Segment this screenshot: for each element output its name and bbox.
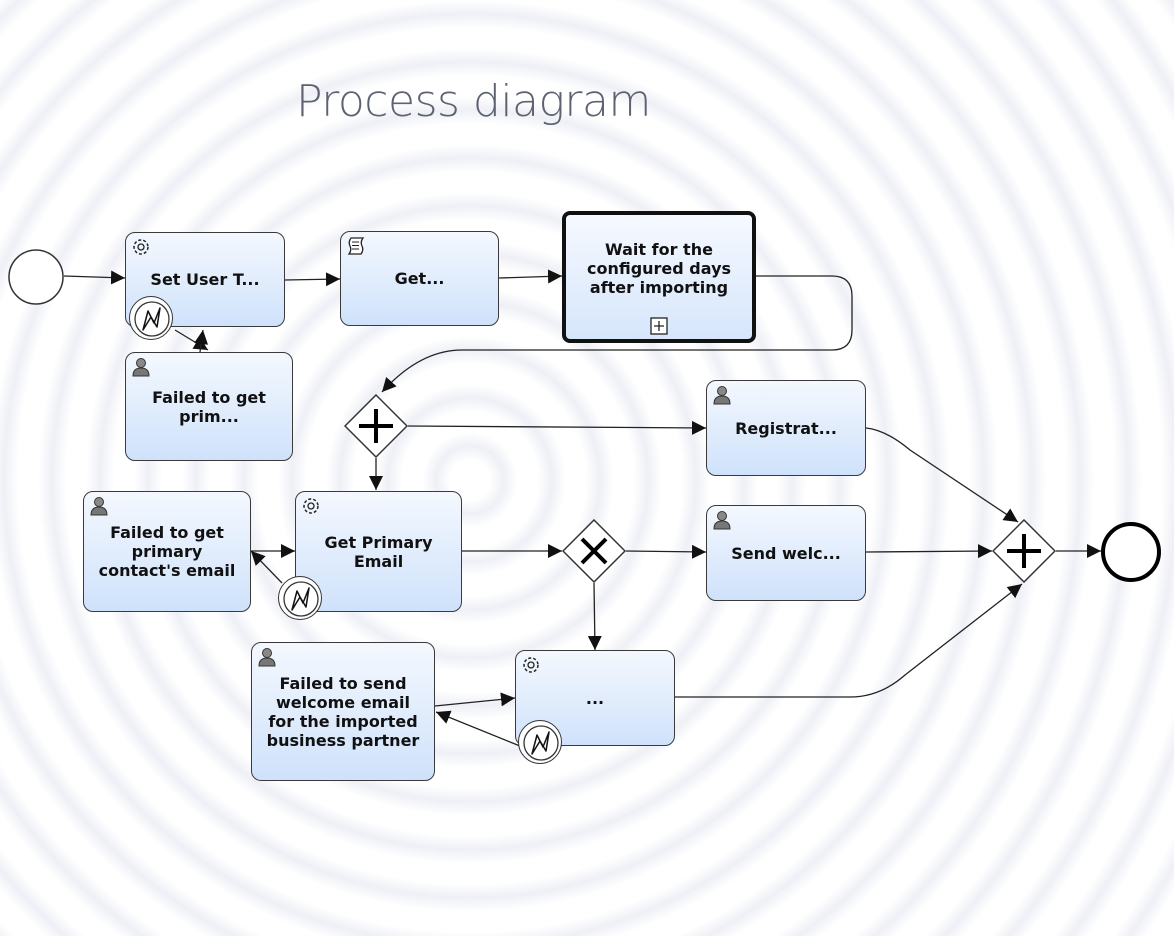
task-label: Set User T... bbox=[150, 270, 260, 289]
flow-error-to-failed-welcome bbox=[435, 710, 521, 747]
flow-start-to-set-user bbox=[63, 270, 126, 285]
flow-error-to-failed-prim bbox=[174, 329, 209, 351]
error-boundary-event[interactable] bbox=[278, 576, 322, 620]
flow-set-user-to-get bbox=[284, 272, 341, 287]
error-icon bbox=[523, 725, 559, 761]
task-failed-prim[interactable]: Failed to get prim... bbox=[125, 352, 293, 461]
parallel-gateway-join[interactable] bbox=[992, 519, 1056, 583]
task-label: Wait for the configured days after impor… bbox=[586, 239, 732, 297]
task-label: Registrat... bbox=[735, 418, 837, 438]
task-label: ... bbox=[585, 688, 605, 708]
task-label: Failed to send welcome email for the imp… bbox=[266, 673, 420, 750]
flow-ellipsis-to-join bbox=[675, 583, 1023, 698]
task-label: Get... bbox=[394, 269, 445, 288]
flow-ellipsis-to-failed-welcome bbox=[434, 692, 516, 707]
task-label: Get Primary Email bbox=[324, 532, 433, 571]
parallel-gateway-split[interactable] bbox=[344, 394, 408, 458]
user-icon bbox=[90, 497, 108, 516]
flow-send-to-join bbox=[865, 544, 993, 559]
task-get-primary-email[interactable]: Get Primary Email bbox=[295, 491, 462, 612]
flow-get-to-wait bbox=[498, 269, 563, 284]
user-icon bbox=[258, 648, 276, 667]
error-icon bbox=[134, 301, 170, 337]
task-registration[interactable]: Registrat... bbox=[706, 380, 866, 476]
exclusive-gateway[interactable] bbox=[562, 519, 626, 583]
flow-failed-prim-back bbox=[194, 329, 209, 353]
gear-icon bbox=[303, 498, 319, 514]
end-event[interactable] bbox=[1100, 521, 1162, 583]
start-event[interactable] bbox=[7, 248, 65, 306]
flow-xor-to-ellipsis bbox=[587, 582, 602, 651]
user-icon bbox=[132, 358, 150, 377]
error-icon bbox=[283, 581, 319, 617]
user-icon bbox=[713, 386, 731, 405]
script-icon bbox=[347, 237, 365, 255]
gear-icon bbox=[133, 239, 149, 255]
plus-square-icon[interactable] bbox=[649, 316, 669, 336]
task-label: Send welc... bbox=[731, 543, 841, 563]
page-title: Process diagram bbox=[296, 76, 651, 127]
task-label: Failed to get prim... bbox=[152, 387, 266, 426]
task-failed-welcome[interactable]: Failed to send welcome email for the imp… bbox=[251, 642, 435, 781]
flow-registration-to-join bbox=[865, 427, 1019, 523]
error-boundary-event[interactable] bbox=[518, 720, 562, 764]
flow-error-to-failed-contact bbox=[250, 550, 283, 584]
user-icon bbox=[713, 511, 731, 530]
flow-wait-to-parallel bbox=[381, 275, 853, 393]
task-failed-primary-contact[interactable]: Failed to get primary contact's email bbox=[83, 491, 251, 612]
subprocess-wait[interactable]: Wait for the configured days after impor… bbox=[562, 211, 756, 343]
task-label: Failed to get primary contact's email bbox=[98, 523, 236, 580]
error-boundary-event[interactable] bbox=[129, 296, 173, 340]
gear-icon bbox=[523, 657, 539, 673]
flow-parallel-to-registration bbox=[407, 420, 707, 435]
task-send-welcome[interactable]: Send welc... bbox=[706, 505, 866, 601]
task-get[interactable]: Get... bbox=[340, 231, 499, 326]
flow-xor-to-send bbox=[625, 544, 707, 559]
